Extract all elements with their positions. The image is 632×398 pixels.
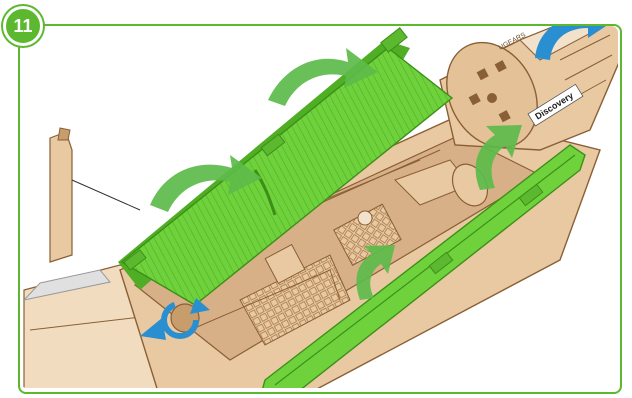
shuttle-nose: UGEARS Discovery bbox=[429, 8, 630, 163]
tail-fin bbox=[50, 128, 140, 262]
step-number-badge: 11 bbox=[3, 6, 43, 46]
